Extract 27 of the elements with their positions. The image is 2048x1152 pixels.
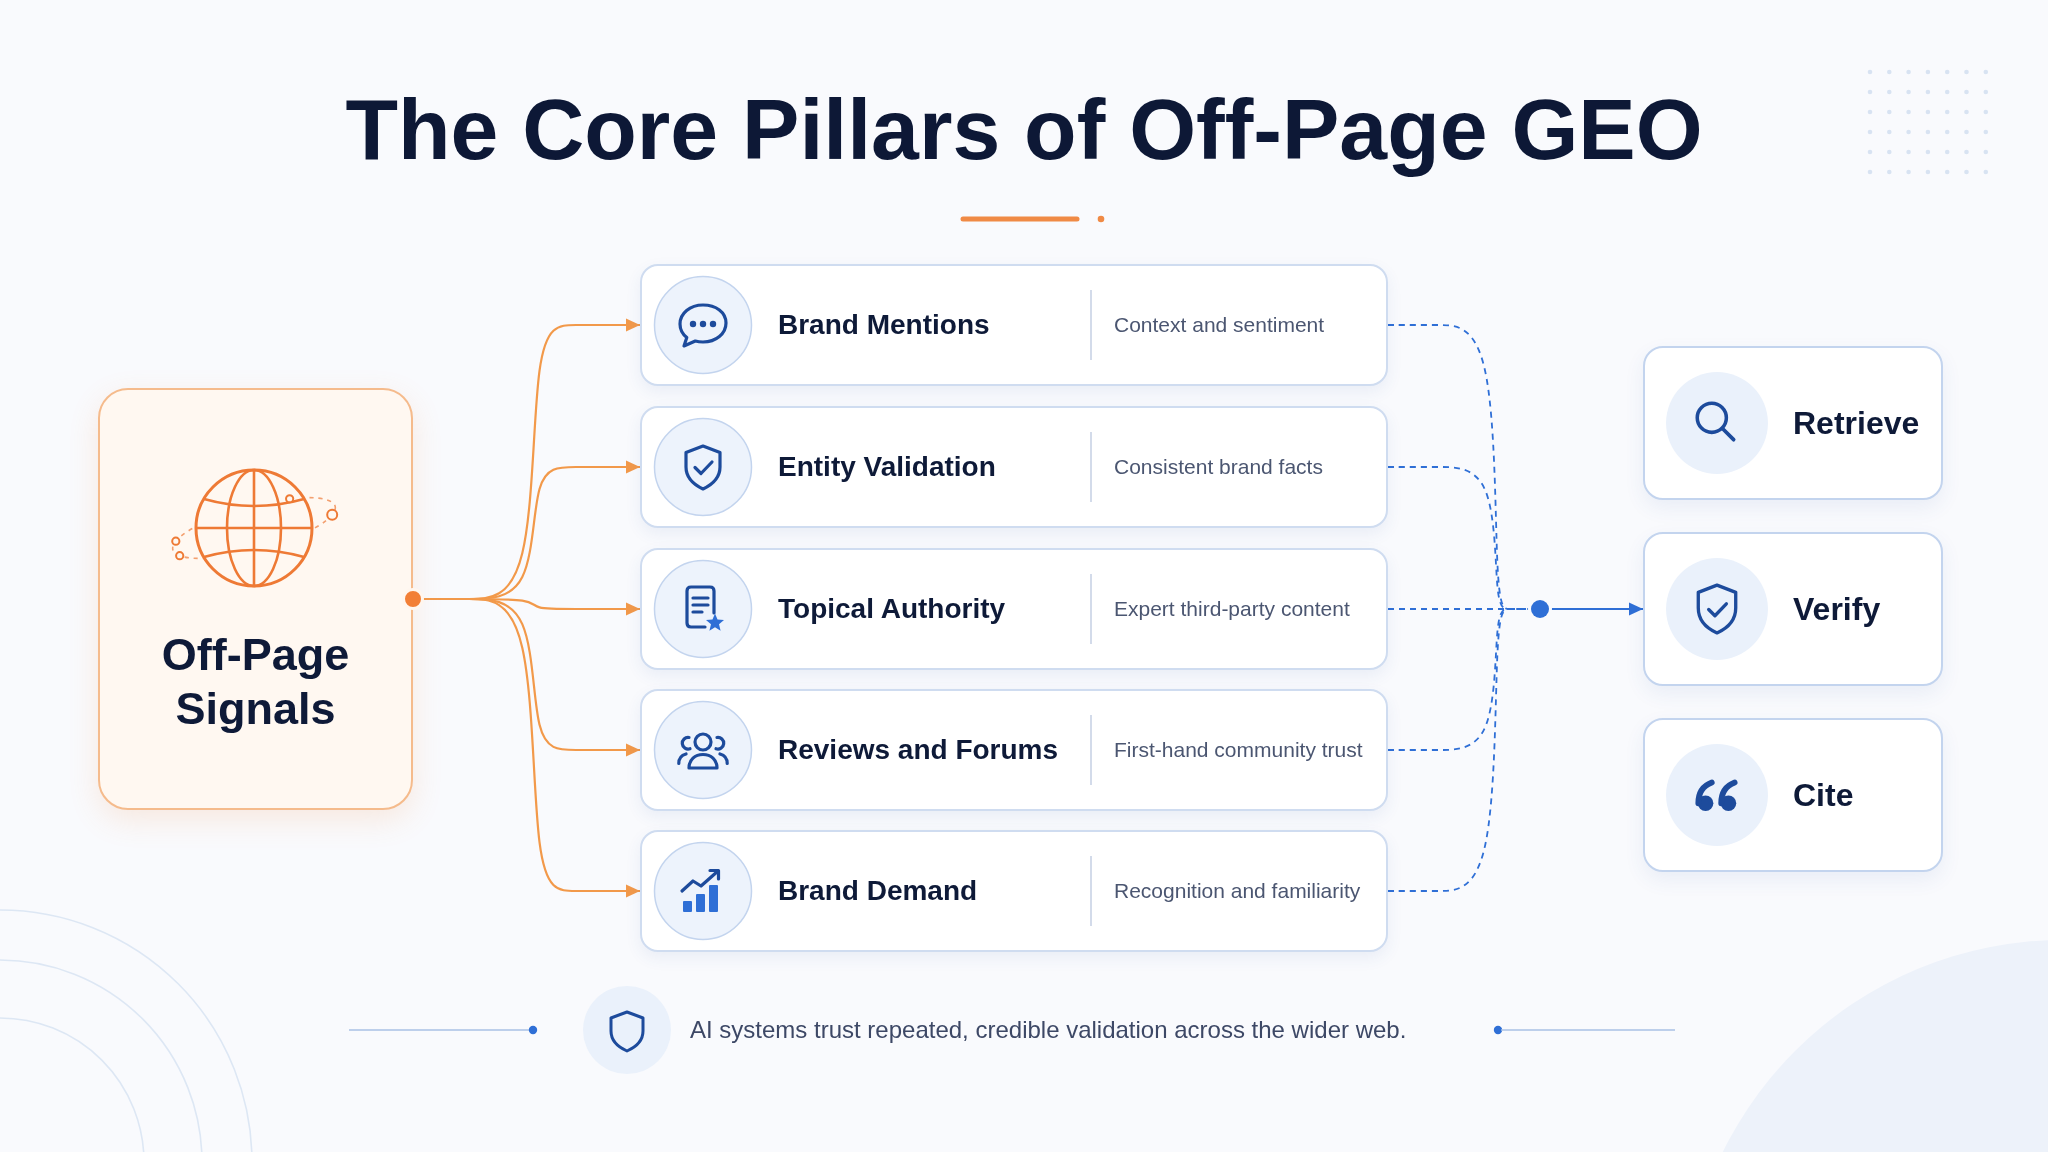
step-label: Cite bbox=[1793, 776, 1854, 814]
pillar-card bbox=[640, 406, 1388, 528]
pillar-description: First-hand community trust bbox=[1114, 738, 1363, 762]
footnote-text: AI systems trust repeated, credible validation across the wider web. bbox=[690, 1015, 1407, 1045]
pillar-description: Consistent brand facts bbox=[1114, 455, 1323, 479]
step-card bbox=[1643, 532, 1943, 686]
step-card bbox=[1643, 346, 1943, 500]
card-title: Off-Page Signals bbox=[160, 628, 351, 736]
pillar-title: Brand Mentions bbox=[778, 309, 990, 341]
pillar-description: Expert third-party content bbox=[1114, 597, 1350, 621]
pillar-card bbox=[640, 689, 1388, 811]
pillar-card bbox=[640, 830, 1388, 952]
page-title: The Core Pillars of Off-Page GEO bbox=[345, 80, 1703, 179]
pillar-title: Topical Authority bbox=[778, 593, 1006, 625]
pillar-title: Brand Demand bbox=[778, 875, 978, 907]
pillar-description: Recognition and familiarity bbox=[1114, 879, 1361, 903]
pillar-title: Reviews and Forums bbox=[778, 734, 1059, 766]
step-label: Verify bbox=[1793, 590, 1881, 628]
signal-card bbox=[98, 388, 413, 810]
step-card bbox=[1643, 718, 1943, 872]
pillar-title: Entity Validation bbox=[778, 451, 996, 483]
pillar-card bbox=[640, 264, 1388, 386]
step-label: Retrieve bbox=[1793, 404, 1920, 442]
pillar-card bbox=[640, 548, 1388, 670]
arrow bbox=[1549, 602, 1643, 616]
junction-dot bbox=[1531, 600, 1549, 618]
pillar-description: Context and sentiment bbox=[1114, 313, 1325, 337]
